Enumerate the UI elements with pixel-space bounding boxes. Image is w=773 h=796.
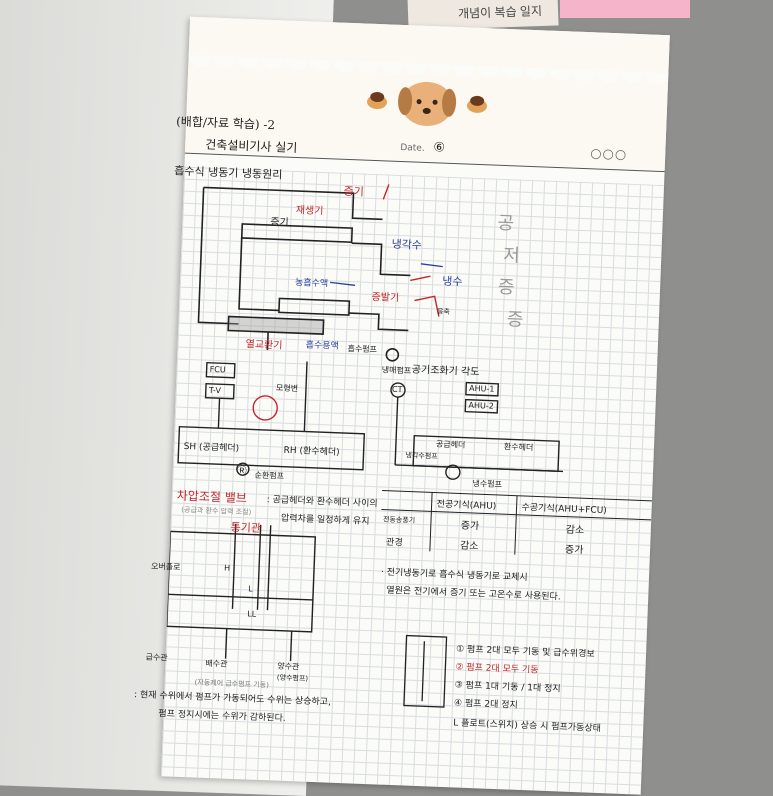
side-note-2: 저 xyxy=(502,244,521,267)
label-dilute: 농흡수액 xyxy=(294,278,329,290)
table-header-1: 전공기식(AHU) xyxy=(436,499,497,512)
label-rh: RH (환수헤더) xyxy=(283,445,340,458)
tank-overflow: 오버플로 xyxy=(150,561,181,572)
label-absorb-pump: 흡수펌프 xyxy=(347,344,378,355)
table-row2-label: 관경 xyxy=(385,537,403,549)
label-fcu: FCU xyxy=(209,364,226,375)
label-supply-header: 공급헤더 xyxy=(435,439,466,450)
tank-h: H xyxy=(223,563,231,573)
tank-supply: 급수관 xyxy=(145,652,168,663)
label-chilled-pump: 냉수펌프 xyxy=(472,478,503,490)
side-note-1: 공 xyxy=(497,212,515,235)
pink-sticky-note xyxy=(560,0,690,18)
label-circ-pump: 순환펌프 xyxy=(254,470,285,481)
label-r: Ⓡ xyxy=(236,465,247,478)
label-ct: CT xyxy=(391,384,403,395)
label-vapor: 증기 xyxy=(270,217,289,229)
table-row1-col1: 증가 xyxy=(460,520,480,533)
table-row2-col1: 감소 xyxy=(459,540,479,553)
label-sh: SH (공급헤더) xyxy=(183,441,240,454)
label-mod-valve: 모형변 xyxy=(275,383,299,394)
notebook-sheet: (배합/자료 학습) -2 건축설비기사 실기 Date. ⑥ ○○○ 흡수식 … xyxy=(134,16,670,795)
tank-ll: LL xyxy=(247,609,257,619)
tank-drain: 배수관 xyxy=(205,658,228,669)
label-regenerator: 재생기 xyxy=(295,204,324,218)
tank-title: 통기관 xyxy=(230,520,262,535)
tank-pump-pipe: 양수관 xyxy=(277,661,300,672)
label-cold-water: 냉수 xyxy=(441,274,463,289)
label-return-header: 환수헤더 xyxy=(503,442,534,453)
table-row1-label: 전동송풍기 xyxy=(382,515,416,525)
side-note-3: 증 xyxy=(497,276,515,299)
label-cooling-water: 냉각수 xyxy=(391,237,423,252)
diagram-drawings xyxy=(166,184,652,708)
puppy-mascot-icon xyxy=(367,81,487,126)
label-heat-exchanger: 열교환기 xyxy=(245,339,283,352)
step-4: ④ 펌프 2대 정지 xyxy=(453,698,518,711)
label-absorbent: 흡수용액 xyxy=(305,340,339,352)
tank-pump-note: (양수펌프) xyxy=(276,673,309,683)
tank-l: L xyxy=(248,584,253,594)
diagram3-title: 공기조화기 각도 xyxy=(411,364,480,379)
label-ahu2: AHU-2 xyxy=(468,400,494,411)
label-condensed: 응축 xyxy=(436,307,451,316)
label-steam: 증기 xyxy=(343,184,365,199)
label-cooling-pump: 냉각수펌프 xyxy=(405,451,438,461)
label-evaporator: 증발기 xyxy=(371,291,400,305)
label-valve: T-V xyxy=(208,385,222,396)
valve-note-title: 차압조절 밸브 xyxy=(176,488,248,506)
label-ahu1: AHU-1 xyxy=(468,383,495,394)
table-row2-col2: 증가 xyxy=(564,544,584,557)
table-row1-col2: 감소 xyxy=(565,524,585,537)
label-refrig-pump: 냉매펌프 xyxy=(381,365,412,376)
side-note-4: 증 xyxy=(506,309,524,331)
